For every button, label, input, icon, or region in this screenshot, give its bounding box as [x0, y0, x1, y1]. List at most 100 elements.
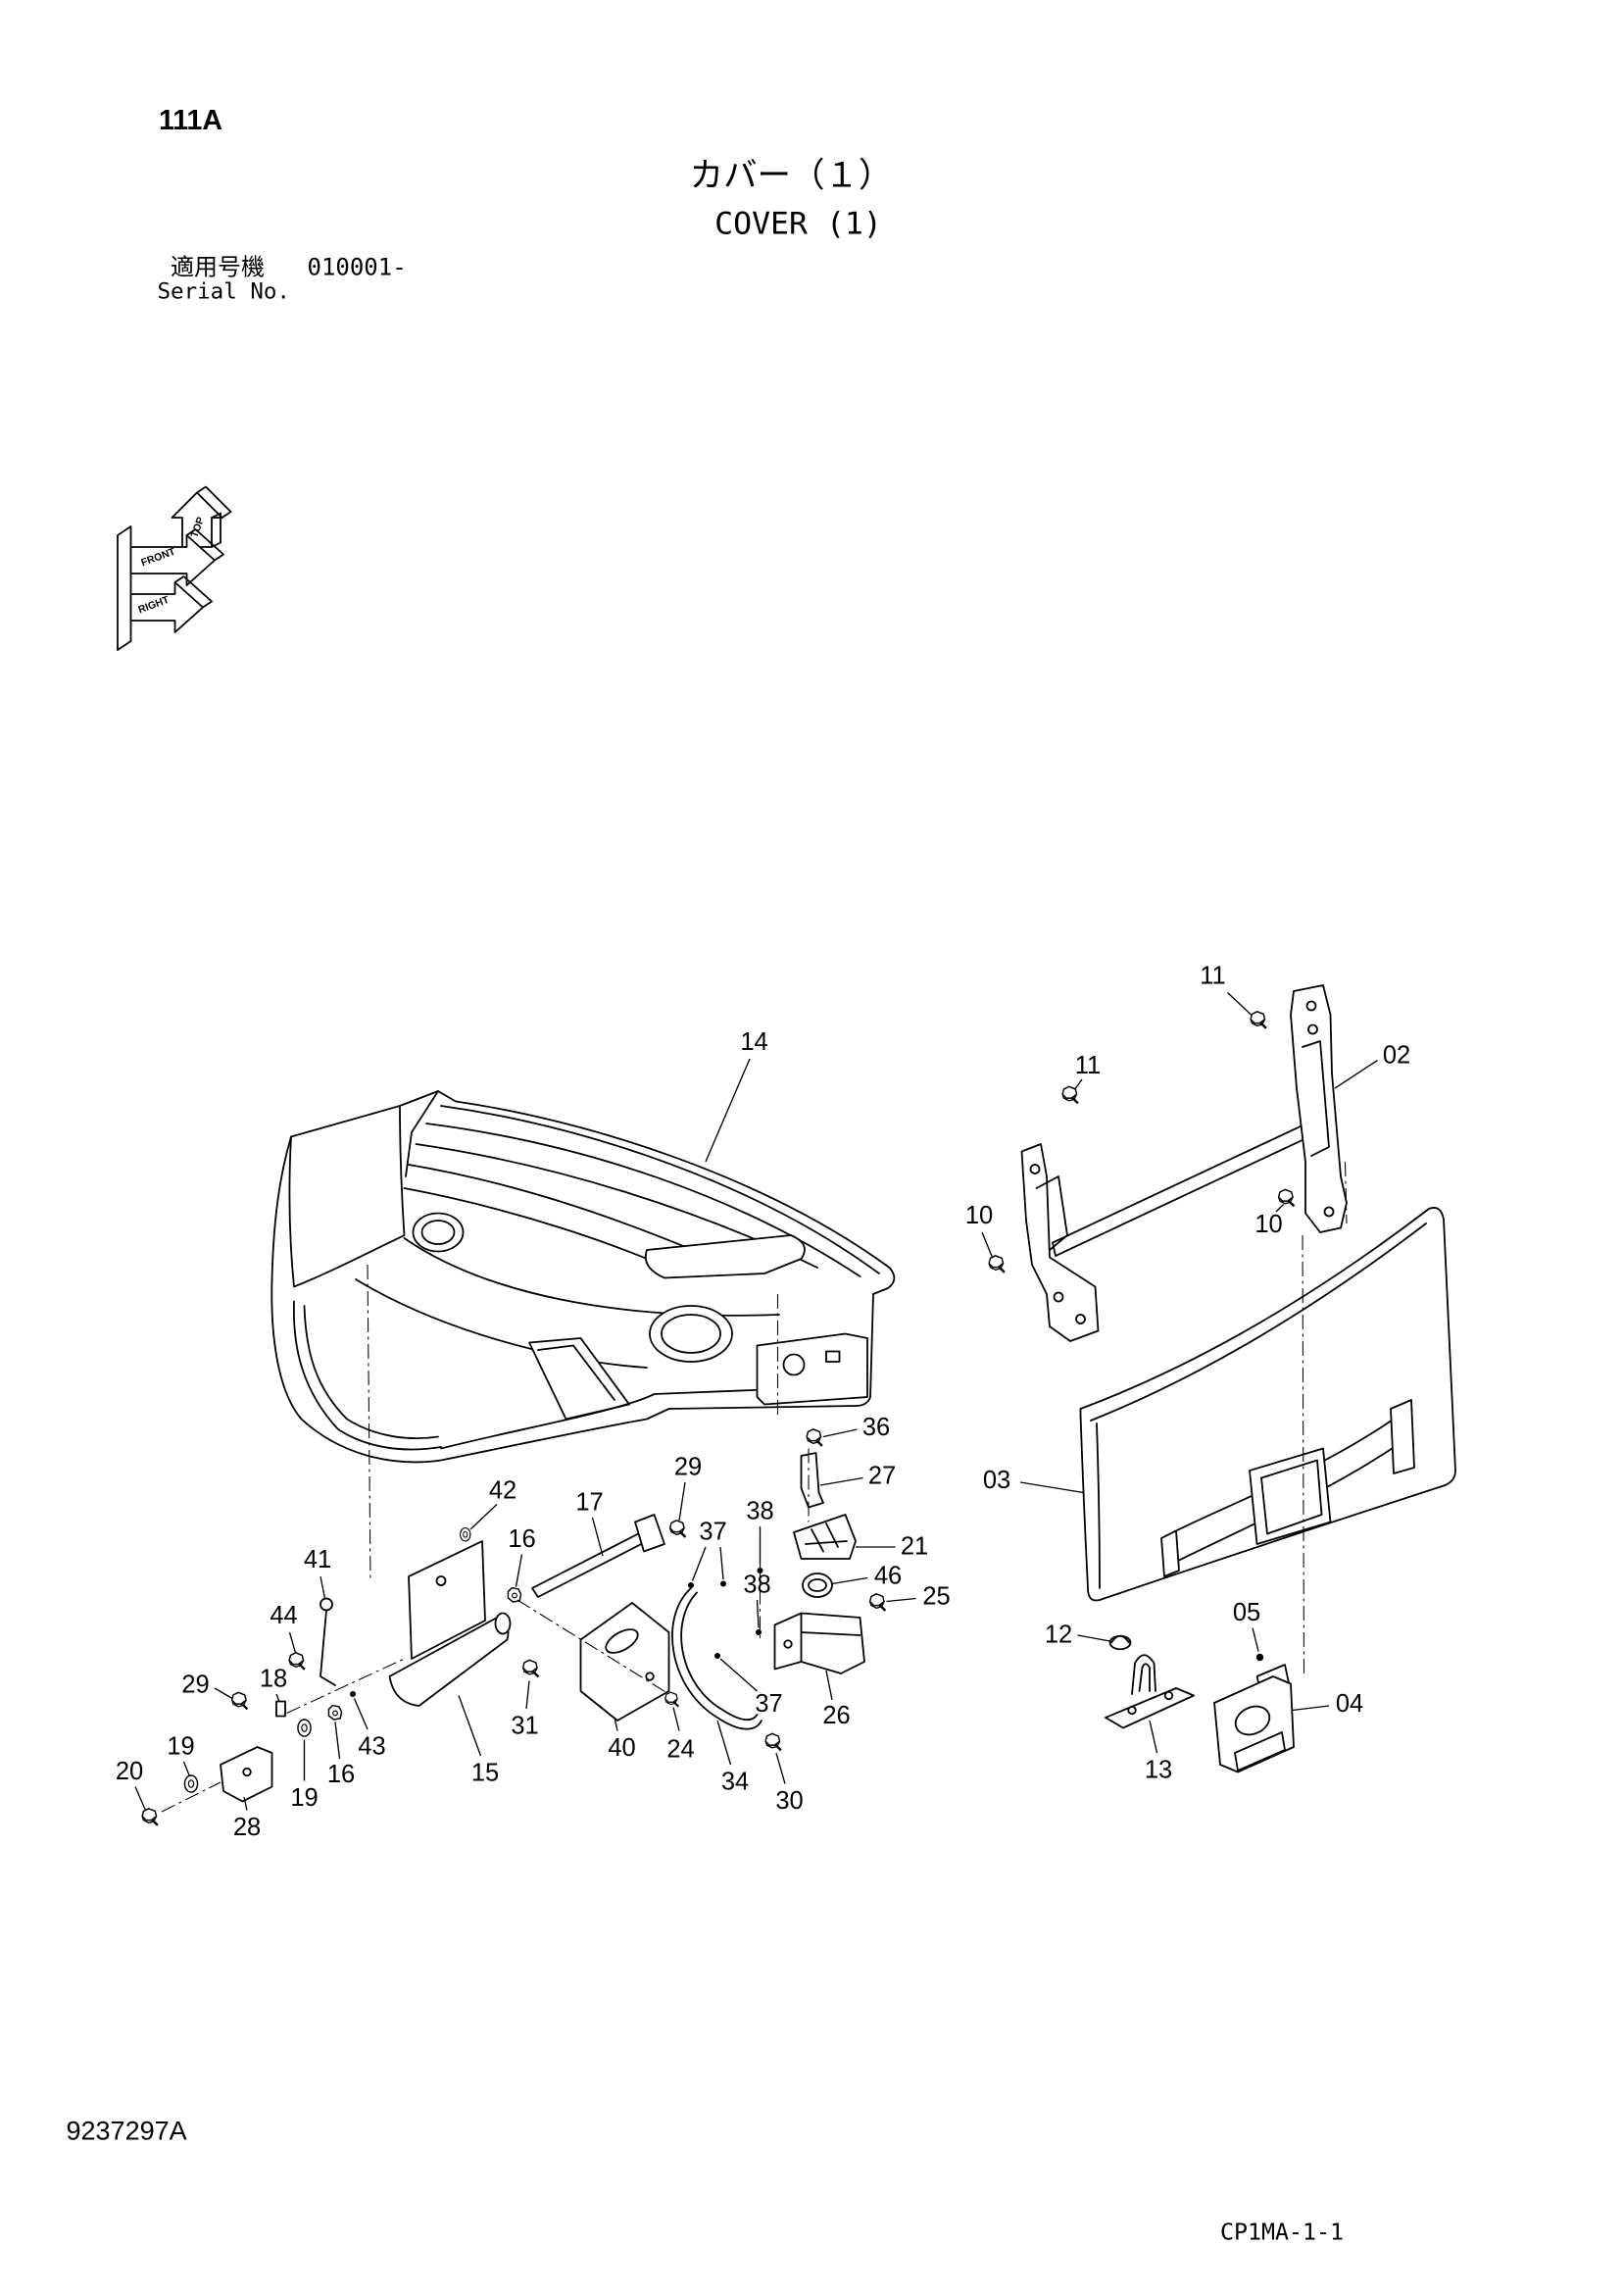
part-37-pin — [688, 1582, 694, 1589]
cap-base — [1108, 1634, 1132, 1651]
rod-shaft — [531, 1528, 654, 1598]
callout-label: 04 — [1336, 1690, 1363, 1718]
callout-label: 27 — [868, 1463, 896, 1490]
callout-label: 40 — [608, 1734, 635, 1762]
leader-line — [1077, 1634, 1110, 1642]
leader-line — [886, 1597, 916, 1603]
part-28-bracket — [220, 1746, 273, 1803]
part-38-pin — [756, 1629, 762, 1636]
leader-line — [214, 1687, 233, 1700]
chain-line — [286, 1658, 405, 1714]
part-04-latch — [1213, 1664, 1295, 1773]
callout-label: 16 — [508, 1525, 535, 1553]
frame-left-link — [1035, 1175, 1068, 1251]
callout-29: 29 — [674, 1454, 702, 1522]
callout-46: 46 — [831, 1563, 902, 1590]
part-02-support-frame — [1020, 984, 1348, 1342]
callout-18: 18 — [260, 1666, 287, 1702]
callout-label: 14 — [740, 1028, 767, 1056]
front-arrow-icon — [129, 534, 216, 586]
section-code: 111A — [159, 105, 222, 136]
callout-24: 24 — [666, 1707, 695, 1764]
callout-19: 19 — [167, 1733, 195, 1777]
leader-line — [825, 1670, 833, 1701]
rod-end-plate — [634, 1514, 665, 1553]
part-03-panel — [1079, 1207, 1456, 1602]
part-18-pin — [275, 1700, 286, 1718]
callout-label: 19 — [290, 1784, 318, 1812]
part-20-bolt — [140, 1807, 160, 1827]
leader-line — [334, 1722, 341, 1760]
cover-bracket-hole — [782, 1353, 806, 1376]
part-14-cover — [270, 1090, 896, 1464]
leader-line — [1227, 992, 1252, 1016]
callout-label: 31 — [511, 1713, 538, 1740]
leader-line — [1149, 1720, 1158, 1754]
frame-hole — [1053, 1291, 1064, 1303]
striker-detail — [805, 1522, 848, 1553]
callout-label: 42 — [489, 1477, 516, 1505]
bracket-bend — [800, 1612, 861, 1663]
callout-label: 29 — [674, 1454, 702, 1481]
callout-37: 37 — [691, 1519, 727, 1581]
leader-line — [831, 1576, 868, 1585]
cover-rib — [425, 1123, 861, 1277]
wire-inner — [680, 1591, 759, 1721]
leader-line — [1019, 1481, 1084, 1494]
callout-29: 29 — [181, 1672, 233, 1700]
callout-label: 17 — [575, 1489, 603, 1517]
part-21-latch-striker — [793, 1514, 857, 1560]
callout-10: 10 — [965, 1202, 993, 1258]
frame-hole — [1075, 1314, 1086, 1324]
cap-dome — [1110, 1634, 1130, 1644]
chain-line — [161, 1781, 221, 1813]
part-29-bolt — [230, 1691, 249, 1711]
leader-line — [458, 1695, 482, 1757]
cover-hole-upper — [412, 1212, 465, 1253]
hinge-barrel-end — [494, 1612, 512, 1635]
leader-line — [320, 1575, 326, 1599]
cover-raised-tab — [644, 1234, 806, 1279]
callout-44: 44 — [270, 1602, 298, 1654]
cover-lower-ledge — [440, 1381, 868, 1450]
part-46-ring — [802, 1572, 833, 1598]
leader-line — [243, 1796, 248, 1811]
callout-19: 19 — [290, 1739, 319, 1812]
callout-14: 14 — [705, 1028, 768, 1163]
frame-left-bracket — [1020, 1143, 1100, 1342]
leader-line — [1252, 1627, 1259, 1652]
right-arrow-depth — [173, 575, 213, 609]
callout-34: 34 — [716, 1720, 749, 1796]
part-19-washer — [183, 1774, 199, 1793]
cover-front-rim — [292, 1300, 442, 1451]
rod-end — [320, 1597, 333, 1612]
callout-02: 02 — [1334, 1042, 1410, 1089]
callout-11: 11 — [1073, 1052, 1101, 1090]
leader-line — [719, 1658, 758, 1692]
callout-43: 43 — [353, 1698, 386, 1761]
ring-inner — [808, 1578, 827, 1592]
u-bolt-inner — [1138, 1663, 1151, 1692]
callout-36: 36 — [822, 1414, 890, 1441]
plate-hole — [1127, 1705, 1137, 1716]
striker-body — [793, 1514, 857, 1560]
part-16-nut — [507, 1586, 522, 1603]
panel-handle-pocket-inner — [1260, 1459, 1323, 1535]
plate-slot — [605, 1628, 639, 1654]
leader-line — [1334, 1059, 1378, 1089]
part-12-cap — [1108, 1634, 1132, 1651]
callout-label: 24 — [666, 1736, 694, 1764]
callout-label: 18 — [260, 1666, 287, 1693]
callout-30: 30 — [775, 1752, 804, 1815]
part-15-hinge — [388, 1540, 512, 1707]
callout-label: 11 — [1200, 963, 1225, 990]
leader-line — [591, 1517, 604, 1557]
frame-hole — [1323, 1206, 1335, 1218]
callout-label: 25 — [922, 1583, 950, 1611]
callout-13: 13 — [1145, 1720, 1172, 1784]
frame-right-link — [1302, 1040, 1330, 1157]
leader-line — [716, 1720, 732, 1766]
callout-label: 02 — [1383, 1042, 1410, 1070]
part-27-bracket — [800, 1452, 824, 1509]
part-24-bolt — [664, 1691, 680, 1708]
